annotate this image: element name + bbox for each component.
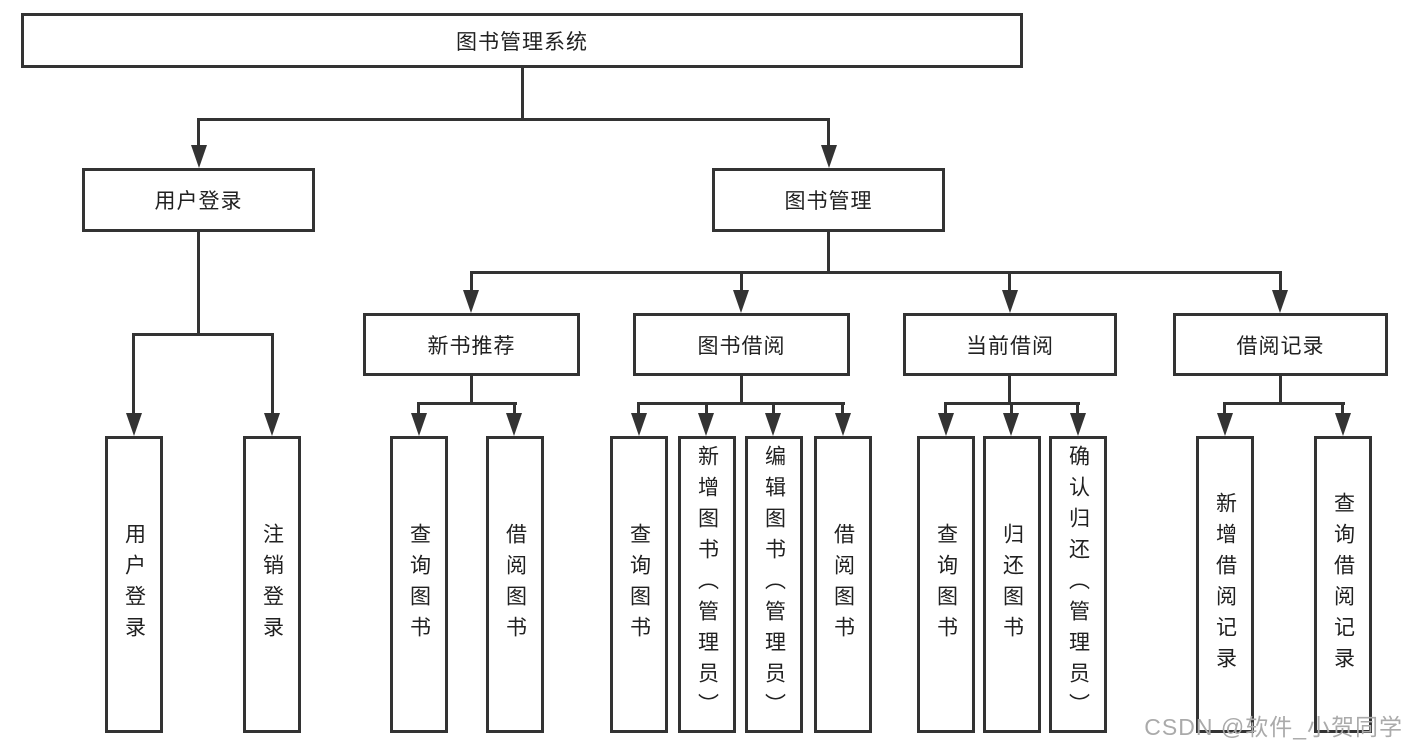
node-book-borrowing: 图书借阅 [633,313,850,376]
connector-drop [740,271,743,293]
arrowhead-down-icon [1003,413,1019,436]
connector-drop [1008,271,1011,293]
leaf-logout-label: 注销登录 [260,522,284,647]
connector-hline [637,402,845,405]
node-new-book-recommend-label: 新书推荐 [427,334,516,358]
node-user-login: 用户登录 [82,168,315,232]
leaf-query-borrow-record-label: 查询借阅记录 [1331,491,1355,678]
arrowhead-down-icon [835,413,851,436]
connector-trunk [827,232,830,274]
leaf-confirm-return-admin: 确认归还（管理员） [1049,436,1107,733]
connector-drop [417,402,420,416]
leaf-borrow-books-borrowing-label: 借阅图书 [831,522,855,647]
arrowhead-down-icon [698,413,714,436]
connector-drop [197,118,200,147]
node-book-management: 图书管理 [712,168,945,232]
arrowhead-down-icon [765,413,781,436]
connector-drop [1279,271,1282,293]
leaf-edit-book-admin: 编辑图书（管理员） [745,436,803,733]
arrowhead-down-icon [1070,413,1086,436]
arrowhead-down-icon [463,290,479,313]
connector-drop [1076,402,1079,416]
connector-trunk [470,376,473,405]
connector-hline [132,333,274,336]
arrowhead-down-icon [1002,290,1018,313]
connector-drop [841,402,844,416]
leaf-user-login-label: 用户登录 [122,522,146,647]
leaf-borrow-books-recommend-label: 借阅图书 [503,522,527,647]
node-book-borrowing-label: 图书借阅 [697,334,786,358]
connector-drop [1010,402,1013,416]
node-book-management-label: 图书管理 [784,190,873,213]
leaf-query-books-recommend: 查询图书 [390,436,448,733]
node-root-label: 图书管理系统 [456,30,588,54]
leaf-add-borrow-record-label: 新增借阅记录 [1213,491,1237,678]
node-borrowing-records: 借阅记录 [1173,313,1388,376]
connector-drop [637,402,640,416]
leaf-edit-book-admin-label: 编辑图书（管理员） [762,445,786,724]
connector-drop [827,118,830,147]
arrowhead-down-icon [506,413,522,436]
leaf-add-book-admin: 新增图书（管理员） [678,436,736,733]
leaf-borrow-books-borrowing: 借阅图书 [814,436,872,733]
connector-drop [1223,402,1226,416]
arrowhead-down-icon [733,290,749,313]
watermark: CSDN @软件_小贺同学 [1144,714,1403,740]
node-new-book-recommend: 新书推荐 [363,313,580,376]
arrowhead-down-icon [631,413,647,436]
leaf-logout: 注销登录 [243,436,301,733]
connector-root-hline [197,118,830,121]
connector-drop [944,402,947,416]
arrowhead-down-icon [411,413,427,436]
leaf-query-books-borrowing-label: 查询图书 [627,522,651,647]
leaf-query-borrow-record: 查询借阅记录 [1314,436,1372,733]
arrowhead-down-icon [126,413,142,436]
connector-trunk [1279,376,1282,405]
arrowhead-down-icon [1335,413,1351,436]
arrowhead-down-icon [264,413,280,436]
connector-trunk [740,376,743,405]
connector-hline [470,271,1281,274]
arrowhead-down-icon [191,145,207,168]
node-root: 图书管理系统 [21,13,1023,68]
connector-root-trunk [521,68,524,120]
connector-hline [417,402,517,405]
connector-hline [1223,402,1345,405]
leaf-confirm-return-admin-label: 确认归还（管理员） [1066,445,1090,724]
leaf-add-book-admin-label: 新增图书（管理员） [695,445,719,724]
connector-drop [470,271,473,293]
leaf-user-login: 用户登录 [105,436,163,733]
node-current-borrowing: 当前借阅 [903,313,1117,376]
arrowhead-down-icon [821,145,837,168]
arrowhead-down-icon [1217,413,1233,436]
arrowhead-down-icon [1272,290,1288,313]
leaf-borrow-books-recommend: 借阅图书 [486,436,544,733]
leaf-query-books-recommend-label: 查询图书 [407,522,431,647]
connector-trunk [197,232,200,336]
leaf-query-books-borrowing: 查询图书 [610,436,668,733]
connector-drop [705,402,708,416]
connector-drop [772,402,775,416]
connector-trunk [1008,376,1011,405]
connector-drop [271,333,274,416]
leaf-return-book-label: 归还图书 [1000,522,1024,647]
leaf-query-books-current: 查询图书 [917,436,975,733]
arrowhead-down-icon [938,413,954,436]
node-current-borrowing-label: 当前借阅 [966,334,1054,358]
connector-drop [513,402,516,416]
leaf-query-books-current-label: 查询图书 [934,522,958,647]
leaf-add-borrow-record: 新增借阅记录 [1196,436,1254,733]
node-user-login-label: 用户登录 [154,190,243,213]
connector-drop [1341,402,1344,416]
leaf-return-book: 归还图书 [983,436,1041,733]
node-borrowing-records-label: 借阅记录 [1236,334,1325,358]
connector-drop [132,333,135,416]
